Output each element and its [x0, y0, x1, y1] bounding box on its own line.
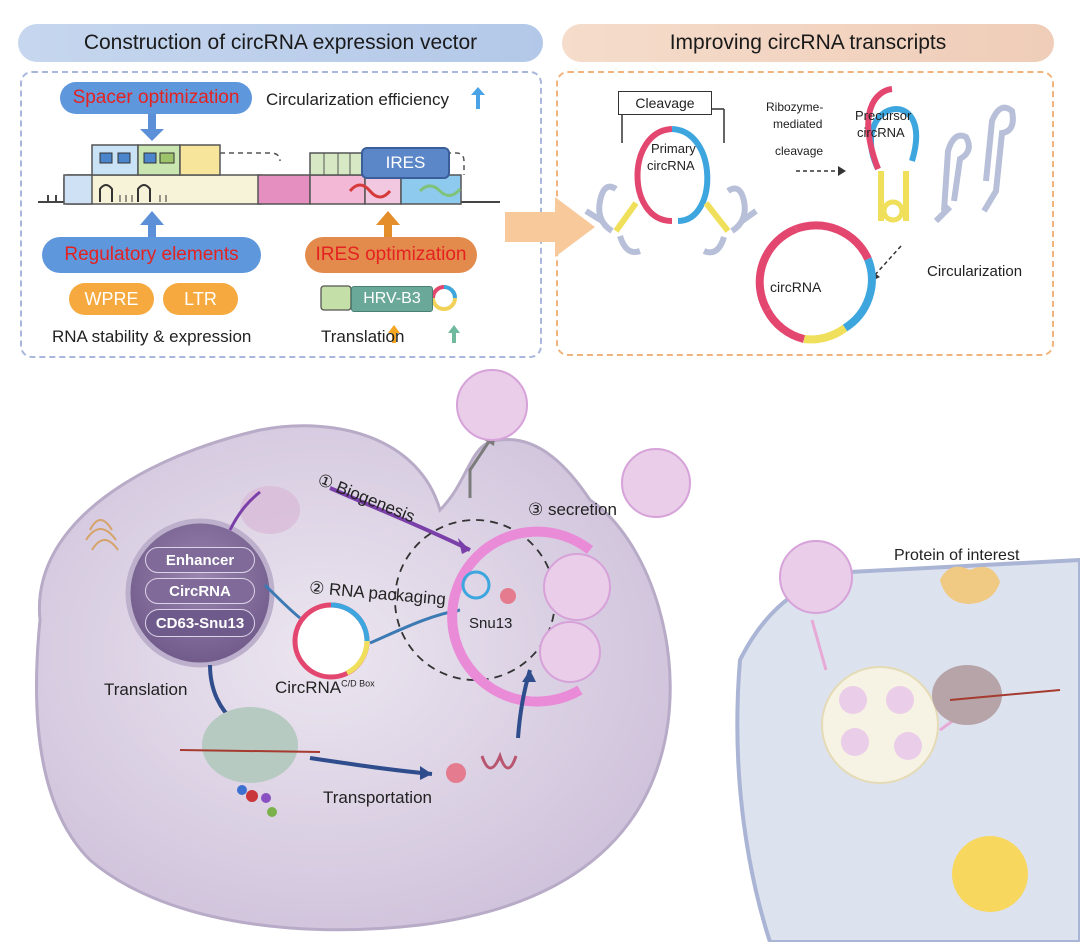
ribozyme-line2: mediated — [773, 117, 823, 131]
ribozyme-line3: cleavage — [775, 144, 824, 158]
transportation-label: Transportation — [323, 788, 432, 807]
circularization-efficiency-label: Circularization efficiency — [266, 90, 449, 109]
circrna-cd-box-label: CircRNAC/D Box — [275, 678, 375, 698]
donor-cell-graphic — [35, 369, 691, 932]
transfer-arrow — [505, 197, 595, 257]
cd63-snu13-pill: CD63-Snu13 — [145, 609, 255, 637]
ires-box: IRES — [361, 147, 450, 179]
primary-circrna-line1: Primary — [651, 141, 696, 156]
ribozyme-cleavage-graphic — [584, 86, 1016, 344]
rna-stability-label: RNA stability & expression — [52, 327, 252, 346]
spacer-down-arrow — [140, 113, 164, 141]
vector-construct-graphic — [38, 87, 500, 343]
circrna-cd-main: CircRNA — [275, 678, 342, 697]
regulatory-up-arrow — [140, 211, 164, 241]
spacer-optimization-pill: Spacer optimization — [60, 82, 252, 114]
translation-label-top: Translation — [321, 327, 405, 346]
ires-up-arrow — [376, 211, 400, 241]
ltr-pill: LTR — [163, 283, 238, 315]
snu13-label: Snu13 — [469, 615, 513, 632]
enhancer-pill: Enhancer — [145, 547, 255, 573]
primary-circrna-line2: circRNA — [647, 158, 695, 173]
circularization-label: Circularization — [927, 263, 1023, 280]
precursor-line2: circRNA — [857, 125, 905, 140]
translation-label-cell: Translation — [104, 680, 188, 699]
regulatory-elements-pill: Regulatory elements — [42, 237, 261, 273]
circrna-cd-sup: C/D Box — [341, 678, 375, 689]
ires-optimization-pill: IRES optimization — [305, 237, 477, 273]
recipient-cell-graphic — [735, 540, 1080, 942]
wpre-pill: WPRE — [69, 283, 154, 315]
secretion-label: ③ secretion — [528, 500, 617, 519]
circrna-pill: CircRNA — [145, 578, 255, 604]
ribozyme-line1: Ribozyme- — [766, 100, 824, 114]
circrna-ring-label: circRNA — [770, 279, 822, 295]
improving-transcripts-header: Improving circRNA transcripts — [562, 24, 1054, 62]
precursor-line1: Precursor — [855, 108, 912, 123]
hrv-b3-block: HRV-B3 — [351, 286, 433, 312]
protein-of-interest-label: Protein of interest — [894, 547, 1020, 564]
vector-construction-header: Construction of circRNA expression vecto… — [18, 24, 543, 62]
efficiency-up-arrow — [471, 87, 485, 109]
cleavage-box: Cleavage — [618, 91, 712, 115]
